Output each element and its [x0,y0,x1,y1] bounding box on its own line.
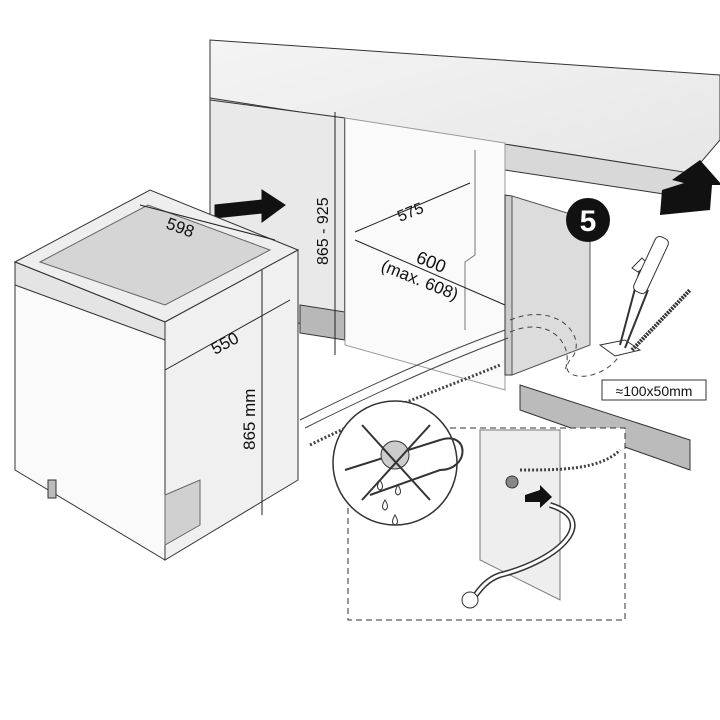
drain-hose [630,288,692,352]
step-number: 5 [580,205,597,238]
floor-hoses [299,314,621,447]
opening-size-label: ≈100x50mm [616,383,693,399]
opening-label-box [601,379,707,401]
connect-arrow-icon [525,485,552,508]
dishwasher [13,189,300,561]
niche-back [344,117,506,391]
connection-detail-inset [332,400,626,621]
aquastop-valve [633,235,669,295]
insert-arrow-icon [214,189,286,223]
hose-nut-icon [461,591,479,609]
dimension-lines [139,112,506,515]
step-badge [566,198,610,242]
height-label: 865 mm [240,389,259,450]
wall-opening [598,235,692,357]
niche-height-label: 865 - 925 [315,197,332,265]
lift-arrow-icon [660,160,720,215]
